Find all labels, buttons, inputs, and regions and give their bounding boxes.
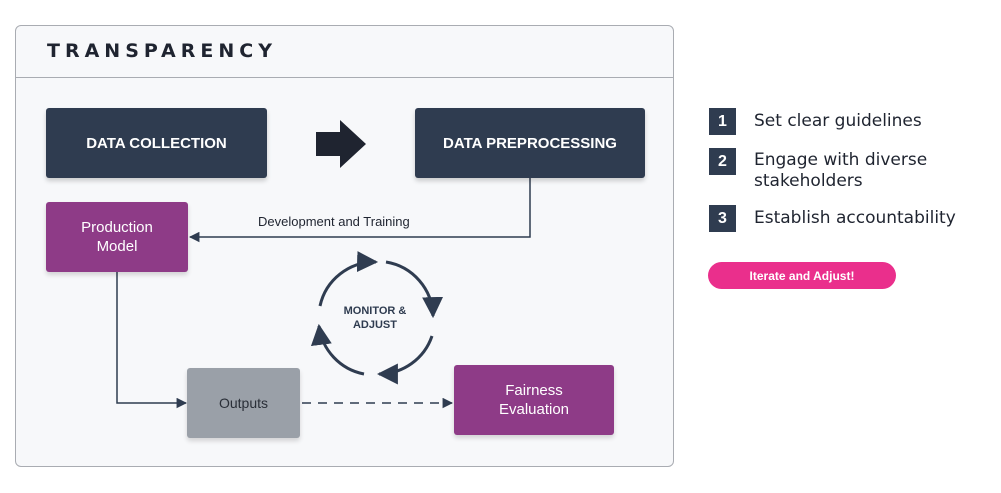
edge-label-development-training: Development and Training <box>258 214 410 229</box>
step-text: Set clear guidelines <box>754 111 922 131</box>
cycle-label-line-2: ADJUST <box>352 319 397 331</box>
node-data-preprocessing: DATA PREPROCESSING <box>415 108 645 178</box>
step-item: 3 Establish accountability <box>709 205 994 232</box>
cycle-label-line-1: MONITOR & <box>343 305 407 317</box>
iterate-adjust-button[interactable]: Iterate and Adjust! <box>708 262 896 289</box>
step-item: 2 Engage with diverse stakeholders <box>709 148 954 192</box>
node-fairness-evaluation: Fairness Evaluation <box>454 365 614 435</box>
step-number: 3 <box>709 205 736 232</box>
block-arrow-icon <box>316 120 366 168</box>
node-outputs: Outputs <box>187 368 300 438</box>
connector-preprocessing-to-model <box>188 178 531 243</box>
step-number: 1 <box>709 108 736 135</box>
step-text: Engage with diverse stakeholders <box>754 150 928 191</box>
panel-header: TRANSPARENCY <box>16 26 673 78</box>
connector-model-to-outputs <box>116 271 188 409</box>
step-number: 2 <box>709 148 736 175</box>
cycle-label: MONITOR & ADJUST <box>330 304 420 332</box>
fairness-evaluation-line-2: Evaluation <box>498 401 570 418</box>
node-data-collection: DATA COLLECTION <box>46 108 267 178</box>
step-item: 1 Set clear guidelines <box>709 108 994 135</box>
step-text: Establish accountability <box>754 208 956 228</box>
node-production-model: Production Model <box>46 202 188 272</box>
production-model-line-1: Production <box>81 219 153 236</box>
production-model-line-2: Model <box>96 238 138 255</box>
cycle-arrows-icon <box>310 251 444 385</box>
panel-title: TRANSPARENCY <box>47 40 277 62</box>
fairness-evaluation-line-1: Fairness <box>505 382 563 399</box>
